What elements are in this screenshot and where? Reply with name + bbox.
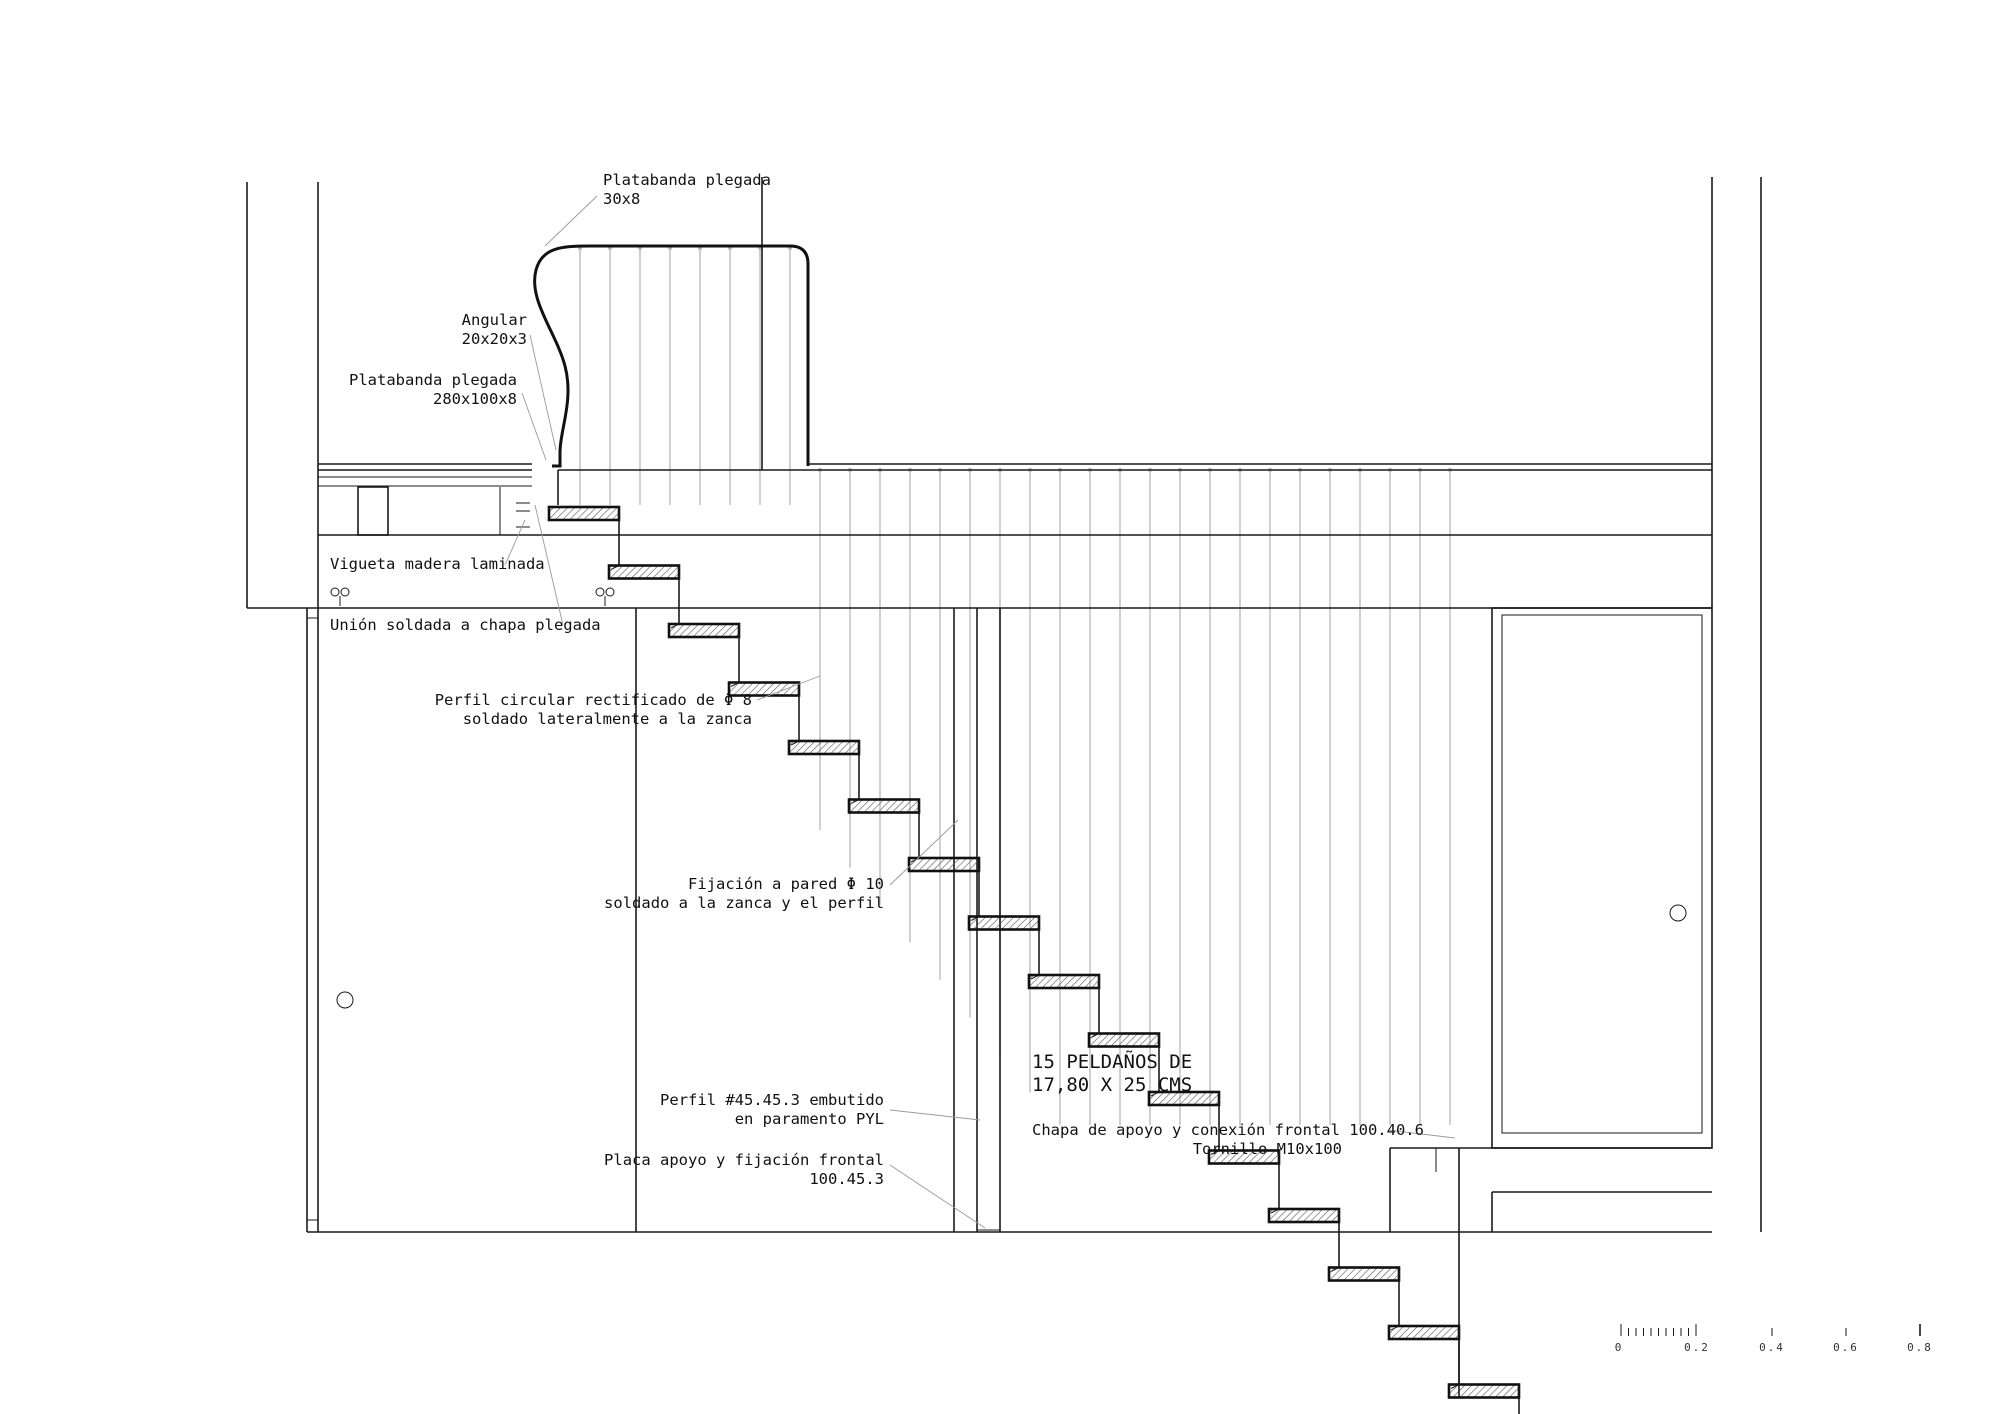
leader-platabanda-top <box>544 195 598 247</box>
stair-tread-10 <box>1087 1032 1161 1048</box>
label-perfil-embutido-2: en paramento PYL <box>735 1110 884 1128</box>
label-peldanos-2: 17,80 X 25 CMS <box>1032 1074 1192 1096</box>
label-chapa-1: Chapa de apoyo y conexión frontal 100.40… <box>1032 1121 1424 1139</box>
label-platabanda-top-2: 30x8 <box>603 190 640 208</box>
stair-tread-2 <box>607 564 681 580</box>
building-frame <box>246 177 1762 1232</box>
label-perfil-embutido-1: Perfil #45.45.3 embutido <box>660 1091 884 1109</box>
label-platabanda-mid-2: 280x100x8 <box>433 390 517 408</box>
stair-tread-9 <box>1027 973 1101 990</box>
label-angular-1: Angular <box>462 311 527 329</box>
handrail-bar <box>533 244 810 468</box>
stair-tread-15 <box>1387 1324 1461 1341</box>
leader-chapa <box>1387 1129 1456 1139</box>
leader-placa <box>889 1164 986 1229</box>
leader-perfil-circular <box>756 675 821 701</box>
leader-angular <box>529 334 557 451</box>
scale-bar: 0 0.2 0.4 0.6 0.8 <box>1615 1324 1933 1354</box>
door-frame-right <box>1491 607 1713 1149</box>
bolt-3 <box>595 587 605 597</box>
label-platabanda-mid-1: Platabanda plegada <box>349 371 517 389</box>
label-placa-2: 100.45.3 <box>809 1170 884 1188</box>
wooden-joist <box>357 486 389 536</box>
scale-label-0: 0 <box>1615 1341 1624 1354</box>
leader-platabanda-mid <box>521 392 547 461</box>
label-peldanos-1: 15 PELDAÑOS DE <box>1032 1050 1192 1073</box>
door-handle-right <box>1669 904 1687 922</box>
leader-fijacion <box>889 819 959 886</box>
leader-lines <box>504 195 1456 1229</box>
label-union: Unión soldada a chapa plegada <box>330 616 601 634</box>
floor-slab <box>318 463 1713 609</box>
label-placa-1: Placa apoyo y fijación frontal <box>604 1151 884 1169</box>
stair-tread-3 <box>667 622 741 639</box>
stair-tread-7 <box>907 856 981 873</box>
stair-tread-6 <box>847 798 921 814</box>
leader-union <box>534 504 564 626</box>
door-handle-left <box>336 991 354 1009</box>
stair-tread-13 <box>1267 1207 1341 1224</box>
scale-label-0-2: 0.2 <box>1684 1341 1710 1354</box>
stair-steps <box>547 505 1521 1414</box>
baluster-rods <box>577 245 1453 1125</box>
stair-tread-5 <box>787 739 861 756</box>
label-perfil-circular-2: soldado lateralmente a la zanca <box>463 710 752 728</box>
label-chapa-2: Tornillo M10x100 <box>1193 1140 1342 1158</box>
stair-tread-14 <box>1327 1266 1401 1282</box>
scale-label-0-8: 0.8 <box>1907 1341 1933 1354</box>
leader-vigueta <box>504 519 526 566</box>
bolt-2 <box>340 587 350 597</box>
label-fijacion-1: Fijación a pared Φ 10 <box>688 875 884 893</box>
leader-perfil-embutido <box>889 1109 981 1121</box>
handrail <box>533 244 1712 468</box>
label-angular-2: 20x20x3 <box>462 330 527 348</box>
scale-label-0-6: 0.6 <box>1833 1341 1859 1354</box>
bolt-1 <box>330 587 340 597</box>
stair-tread-1 <box>547 505 621 522</box>
label-platabanda-top-1: Platabanda plegada <box>603 171 771 189</box>
bolt-4 <box>605 587 615 597</box>
door-panel-right <box>1501 614 1703 1134</box>
annotations: Platabanda plegada 30x8 Angular 20x20x3 … <box>330 171 1424 1188</box>
label-fijacion-2: soldado a la zanca y el perfil <box>604 894 884 912</box>
scale-label-0-4: 0.4 <box>1759 1341 1785 1354</box>
label-vigueta: Vigueta madera laminada <box>330 555 545 573</box>
stair-tread-8 <box>967 915 1041 931</box>
scale-bar-ticks <box>1620 1324 1921 1336</box>
label-perfil-circular-1: Perfil circular rectificado de Φ 8 <box>435 691 752 709</box>
